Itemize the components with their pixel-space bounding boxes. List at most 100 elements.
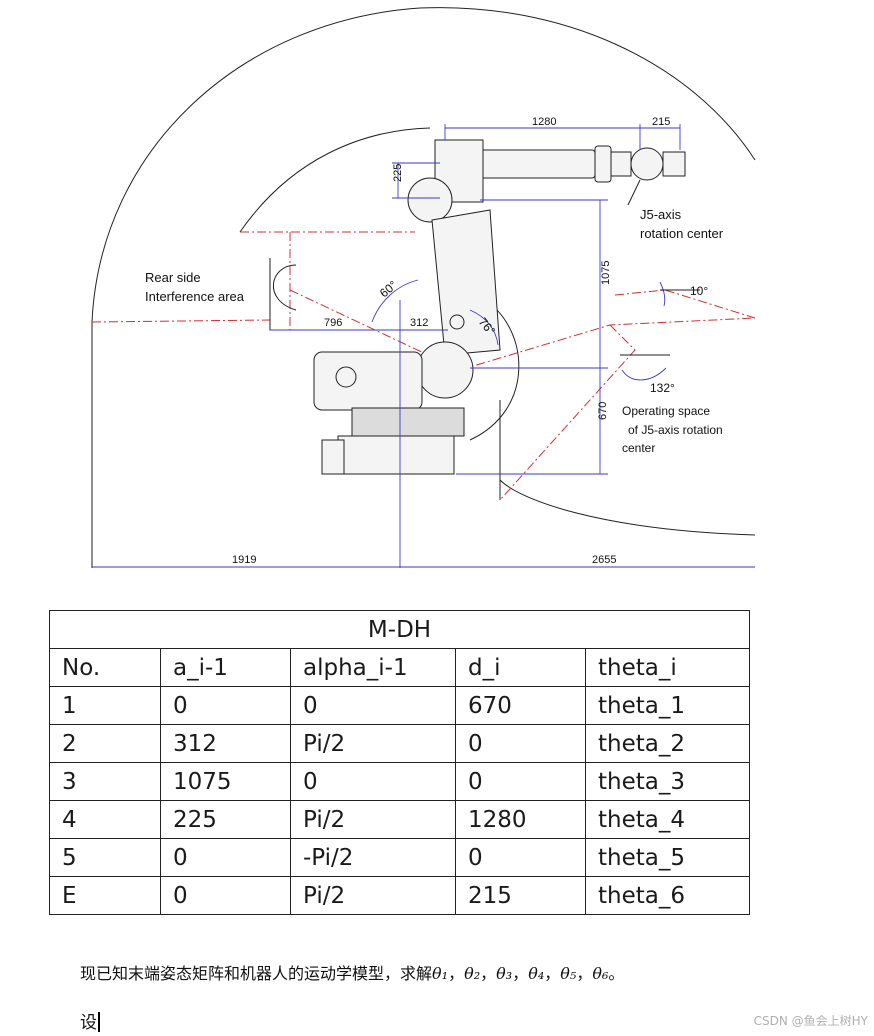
dim-312: 312 [410,317,428,329]
cell-d: 215 [455,876,586,915]
base-connector [321,439,345,475]
angle-10: 10° [690,284,708,298]
cell-a: 312 [160,724,291,763]
dim-2655: 2655 [592,554,616,566]
cell-no: 3 [49,762,161,801]
forearm-tube [479,149,596,179]
line-text: 设 [80,1013,97,1033]
angle-60: 60° [377,278,400,301]
envelope-line-5 [499,324,636,501]
dim-670: 670 [597,402,609,420]
dim-215: 215 [652,116,670,128]
op-label-line2: of J5-axis rotation [628,423,723,437]
theta-1: θ₁ [432,964,449,983]
envelope-line-3 [459,317,756,371]
theta-4: θ₄ [528,964,545,983]
lower-arm [431,209,501,356]
cell-no: 1 [49,686,161,725]
motor-housing [313,351,423,411]
cell-alpha: Pi/2 [290,876,456,915]
arc-132 [621,367,667,381]
cell-alpha: 0 [290,686,456,725]
header-alpha: alpha_i-1 [290,648,456,687]
cell-alpha: -Pi/2 [290,838,456,877]
j5-label-line2: rotation center [640,226,724,241]
angle-132: 132° [650,381,675,395]
cell-theta: theta_4 [584,800,751,839]
lower-reach-arc [499,479,756,536]
flange-tip [662,151,686,177]
cell-theta: theta_3 [584,762,751,801]
arc-60 [371,279,419,323]
mdh-parameter-table: M-DH No. a_i-1 alpha_i-1 d_i theta_i 1 0… [48,610,751,915]
table-row: 4 225 Pi/2 1280 theta_4 [49,800,751,839]
motor-cap [335,366,357,388]
cell-d: 1280 [455,800,586,839]
envelope-line-4 [614,289,756,319]
cell-theta: theta_6 [584,876,751,915]
table-row: 1 0 0 670 theta_1 [49,686,751,725]
shoulder-bolt [449,314,465,330]
table-title-row: M-DH [48,610,751,649]
cell-theta: theta_5 [584,838,751,877]
theta-2: θ₂ [464,964,481,983]
j5-leader [627,179,641,206]
theta-5: θ₅ [560,964,577,983]
problem-prefix: 现已知末端姿态矩阵和机器人的运动学模型，求解 [80,964,433,983]
editor-line[interactable]: 设 [80,1008,100,1033]
elbow-joint [407,177,453,223]
theta-6: θ₆ [592,964,609,983]
shoulder-joint [416,341,474,399]
separator: ， [512,964,529,983]
base-pedestal [337,435,455,475]
cell-d: 0 [455,762,586,801]
arc-10 [659,281,666,307]
cell-no: E [49,876,161,915]
cell-a: 1075 [160,762,291,801]
turntable [351,407,465,437]
table-title: M-DH [48,610,751,649]
envelope-line-1 [91,319,271,323]
sentence-end: 。 [608,964,625,983]
cell-d: 670 [455,686,586,725]
dim-1919: 1919 [232,554,256,566]
text-cursor [98,1012,100,1032]
dim-1280: 1280 [532,116,556,128]
wrist-link [610,151,632,177]
cell-no: 4 [49,800,161,839]
cell-no: 5 [49,838,161,877]
theta-3: θ₃ [496,964,513,983]
outer-reach-arc [91,7,756,323]
separator: ， [448,964,465,983]
rear-interference-arc [273,264,297,311]
j5-label-line1: J5-axis [640,207,682,222]
op-label-line1: Operating space [622,404,710,418]
cell-alpha: Pi/2 [290,800,456,839]
forearm-flange [594,145,612,183]
cell-theta: theta_1 [584,686,751,725]
cell-no: 2 [49,724,161,763]
header-theta: theta_i [584,648,751,687]
table-header-row: No. a_i-1 alpha_i-1 d_i theta_i [49,648,751,687]
dim-796: 796 [324,317,342,329]
table-row: E 0 Pi/2 215 theta_6 [49,876,751,915]
rear-label-line2: Interference area [145,289,245,304]
table-row: 2 312 Pi/2 0 theta_2 [49,724,751,763]
cell-alpha: Pi/2 [290,724,456,763]
arc-76 [469,309,499,346]
header-no: No. [49,648,161,687]
robot-dimension-drawing: 1280 215 225 1075 670 796 312 1919 2655 … [91,7,756,568]
inner-reach-arc [239,127,431,233]
cell-a: 0 [160,876,291,915]
separator: ， [576,964,593,983]
dim-1075: 1075 [600,261,612,285]
header-a: a_i-1 [160,648,291,687]
header-d: d_i [455,648,586,687]
op-label-line3: center [622,441,655,455]
dim-225: 225 [392,164,404,182]
cell-d: 0 [455,838,586,877]
table-row: 5 0 -Pi/2 0 theta_5 [49,838,751,877]
cell-a: 0 [160,686,291,725]
cell-d: 0 [455,724,586,763]
separator: ， [544,964,561,983]
